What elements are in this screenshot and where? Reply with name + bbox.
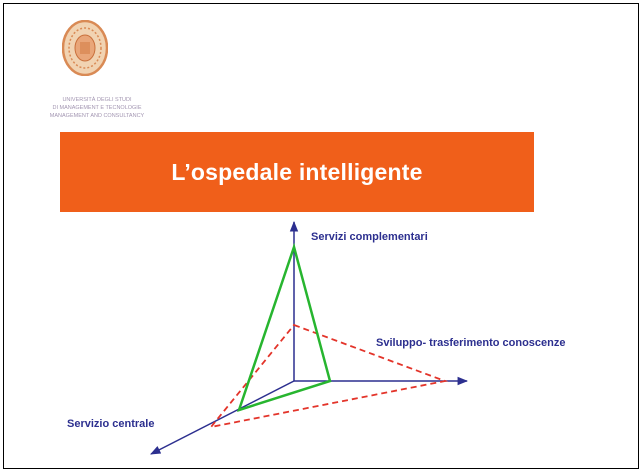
logo-line-3: MANAGEMENT AND CONSULTANCY <box>50 113 145 119</box>
dashed-triangle <box>208 323 449 429</box>
university-seal-icon <box>61 19 109 77</box>
logo-line-2: DI MANAGEMENT E TECNOLOGIE <box>52 105 141 111</box>
institution-logo: UNIVERSITÀ DEGLI STUDI DI MANAGEMENT E T… <box>12 10 172 120</box>
slide-title: L’ospedale intelligente <box>171 158 423 185</box>
title-banner: L’ospedale intelligente <box>60 132 534 212</box>
logo-line-1: UNIVERSITÀ DEGLI STUDI <box>62 96 132 103</box>
solid-triangle <box>237 242 332 412</box>
label-servizio-centrale: Servizio centrale <box>67 418 154 430</box>
label-sviluppo-trasferimento: Sviluppo- trasferimento conoscenze <box>376 337 565 349</box>
slide: UNIVERSITÀ DEGLI STUDI DI MANAGEMENT E T… <box>3 3 639 469</box>
label-servizi-complementari: Servizi complementari <box>311 231 428 243</box>
diagonal-axis <box>150 380 295 455</box>
logo-wordmark: UNIVERSITÀ DEGLI STUDI DI MANAGEMENT E T… <box>50 96 145 119</box>
